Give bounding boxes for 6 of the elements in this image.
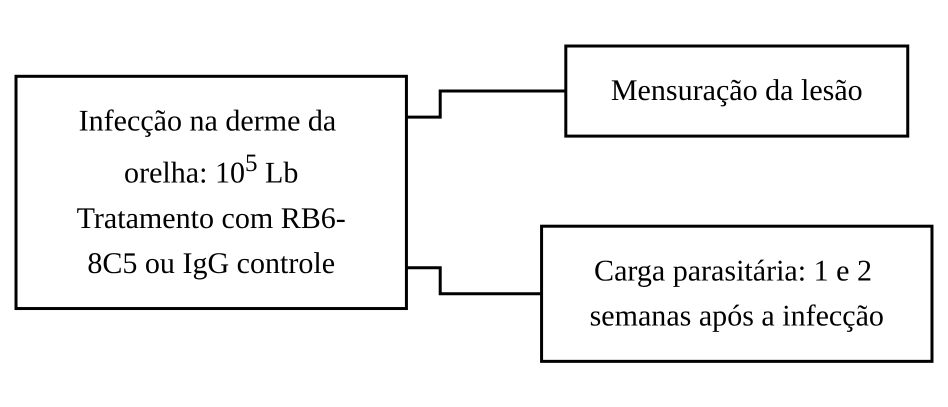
- node-box: [540, 224, 934, 363]
- flowchart-drawing: Infecção na derme da orelha: 10$^{5}$ Lb Tratamento com RB6-8C5 ou IgG controle Mensuração da lesão Carga parasitária: 1 e 2 semanas após a infecção: [4, 34, 944, 374]
- node-box: [14, 74, 408, 310]
- connector: [406, 266, 542, 296]
- node-box: [564, 44, 910, 138]
- connector: [406, 89, 566, 118]
